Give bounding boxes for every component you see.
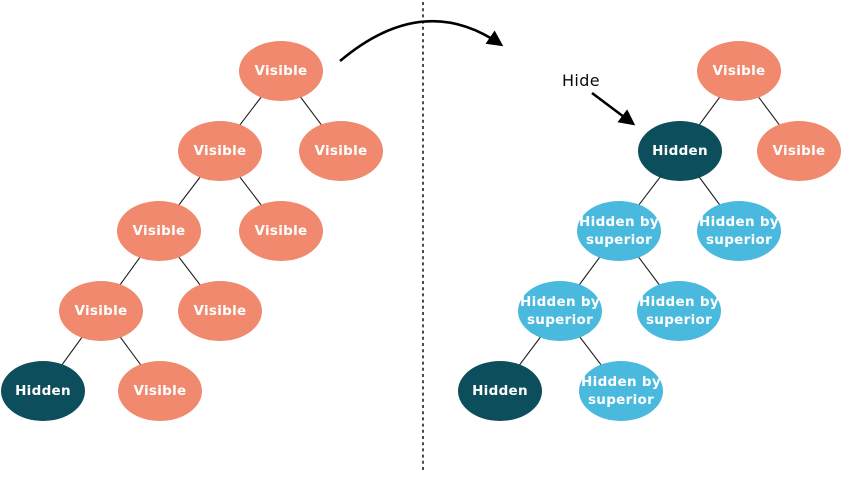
node-label: Hidden xyxy=(472,383,528,399)
node-ellipse-visible xyxy=(178,121,262,181)
right-tree-node-depth4-left: Hidden xyxy=(458,361,542,421)
left-tree-node-depth2-right: Visible xyxy=(239,201,323,261)
node-label-line2: superior xyxy=(706,232,772,248)
node-ellipse-visible xyxy=(239,41,323,101)
left-tree-node-depth1-right: Visible xyxy=(299,121,383,181)
left-tree-node-root: Visible xyxy=(239,41,323,101)
node-ellipse-visible xyxy=(757,121,841,181)
node-label-line1: Hidden by xyxy=(581,374,661,390)
node-label-line1: Hidden by xyxy=(639,294,719,310)
node-label: Visible xyxy=(712,63,765,79)
hide-annotation: Hide xyxy=(562,71,636,126)
right-tree-node-depth2-left: Hidden by superior xyxy=(577,201,661,261)
right-tree-node-depth2-right: Hidden by superior xyxy=(697,201,781,261)
node-ellipse-hidden-by-superior xyxy=(579,361,663,421)
left-tree-node-depth2-left: Visible xyxy=(117,201,201,261)
node-label: Hidden xyxy=(652,143,708,159)
right-tree-node-depth1-right: Visible xyxy=(757,121,841,181)
node-ellipse-hidden xyxy=(458,361,542,421)
node-label-line2: superior xyxy=(588,392,654,408)
left-tree-node-depth4-right: Visible xyxy=(118,361,202,421)
node-label: Visible xyxy=(193,143,246,159)
right-tree-node-depth4-right: Hidden by superior xyxy=(579,361,663,421)
node-label-line1: Hidden by xyxy=(579,214,659,230)
right-tree-node-depth1-left: Hidden xyxy=(638,121,722,181)
node-ellipse-visible xyxy=(239,201,323,261)
transform-arrow xyxy=(339,19,504,62)
node-ellipse-visible xyxy=(59,281,143,341)
hide-label: Hide xyxy=(562,71,600,90)
left-tree-node-depth4-left: Hidden xyxy=(1,361,85,421)
node-label-line2: superior xyxy=(527,312,593,328)
node-label: Visible xyxy=(254,223,307,239)
node-ellipse-visible xyxy=(697,41,781,101)
node-ellipse-hidden-by-superior xyxy=(577,201,661,261)
right-tree: Visible Hidden Visible Hidden by superio… xyxy=(458,41,841,421)
right-tree-node-depth3-right: Hidden by superior xyxy=(637,281,721,341)
node-ellipse-hidden xyxy=(1,361,85,421)
node-ellipse-hidden-by-superior xyxy=(518,281,602,341)
left-tree-node-depth3-right: Visible xyxy=(178,281,262,341)
node-ellipse-visible xyxy=(117,201,201,261)
node-ellipse-visible xyxy=(178,281,262,341)
node-ellipse-visible xyxy=(299,121,383,181)
left-tree-node-depth3-left: Visible xyxy=(59,281,143,341)
node-label: Visible xyxy=(133,383,186,399)
right-tree-node-depth3-left: Hidden by superior xyxy=(518,281,602,341)
node-label: Visible xyxy=(132,223,185,239)
node-label: Visible xyxy=(193,303,246,319)
node-ellipse-visible xyxy=(118,361,202,421)
hide-arrow xyxy=(591,91,636,126)
left-tree: Visible Visible Visible Visible Visible … xyxy=(1,41,383,421)
node-label: Visible xyxy=(254,63,307,79)
node-label: Visible xyxy=(74,303,127,319)
node-label: Visible xyxy=(772,143,825,159)
node-label-line1: Hidden by xyxy=(699,214,779,230)
node-label: Visible xyxy=(314,143,367,159)
right-tree-node-root: Visible xyxy=(697,41,781,101)
node-ellipse-hidden-by-superior xyxy=(637,281,721,341)
node-label-line2: superior xyxy=(646,312,712,328)
node-ellipse-hidden-by-superior xyxy=(697,201,781,261)
node-label: Hidden xyxy=(15,383,71,399)
node-ellipse-hidden xyxy=(638,121,722,181)
node-label-line1: Hidden by xyxy=(520,294,600,310)
node-label-line2: superior xyxy=(586,232,652,248)
left-tree-node-depth1-left: Visible xyxy=(178,121,262,181)
